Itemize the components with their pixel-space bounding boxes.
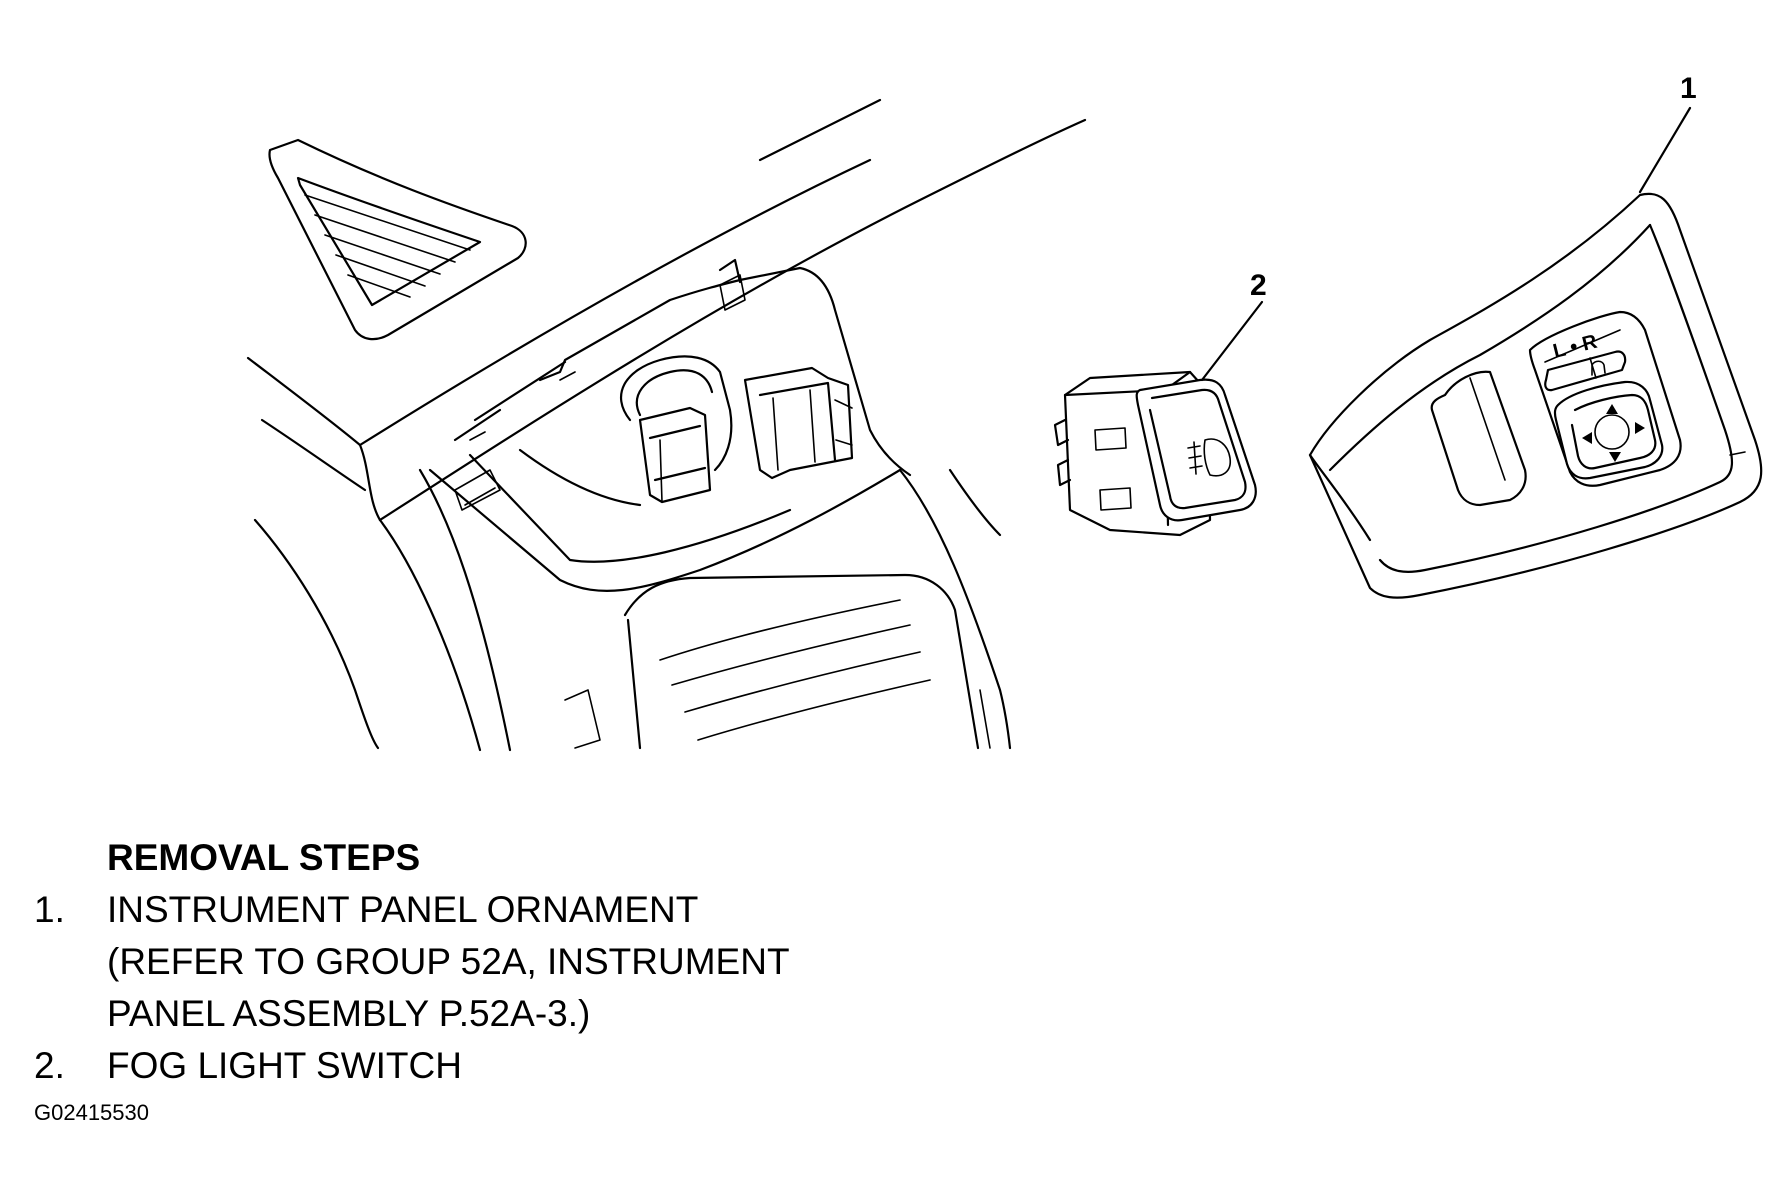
legend-item-line: PANEL ASSEMBLY P.52A-3.) — [107, 993, 591, 1034]
legend-item-text: FOG LIGHT SWITCH — [107, 1040, 934, 1092]
legend-item-text: INSTRUMENT PANEL ORNAMENT (REFER TO GROU… — [107, 884, 934, 1040]
upper-air-vent — [268, 138, 527, 341]
legend-item-1: 1. INSTRUMENT PANEL ORNAMENT (REFER TO G… — [34, 884, 934, 1040]
callout-number-1: 1 — [1680, 72, 1697, 105]
legend-item-line: INSTRUMENT PANEL ORNAMENT — [107, 889, 699, 930]
panel-opening — [453, 258, 912, 511]
legend-item-line: FOG LIGHT SWITCH — [107, 1045, 462, 1086]
legend-item-number: 1. — [34, 889, 65, 930]
lower-air-vent — [564, 573, 991, 750]
fog-light-switch-drawing — [1053, 370, 1257, 537]
callout-number-2: 2 — [1250, 269, 1267, 302]
figure-id: G02415530 — [34, 1100, 149, 1125]
exploded-view-diagram: L • R 1 2 — [246, 72, 1763, 752]
legend-title: REMOVAL STEPS — [107, 837, 421, 878]
legend-item-2: 2. FOG LIGHT SWITCH — [34, 1040, 934, 1092]
dashboard-body — [246, 98, 1087, 752]
legend-item-number: 2. — [34, 1045, 65, 1086]
instrument-panel-ornament-drawing: L • R — [1308, 192, 1763, 599]
removal-steps-legend: REMOVAL STEPS 1. INSTRUMENT PANEL ORNAME… — [34, 832, 934, 1092]
callout-2: 2 — [1200, 269, 1267, 382]
callout-1: 1 — [1638, 72, 1697, 194]
legend-item-line: (REFER TO GROUP 52A, INSTRUMENT — [107, 941, 790, 982]
diagram-drawing: L • R 1 2 — [246, 72, 1763, 752]
